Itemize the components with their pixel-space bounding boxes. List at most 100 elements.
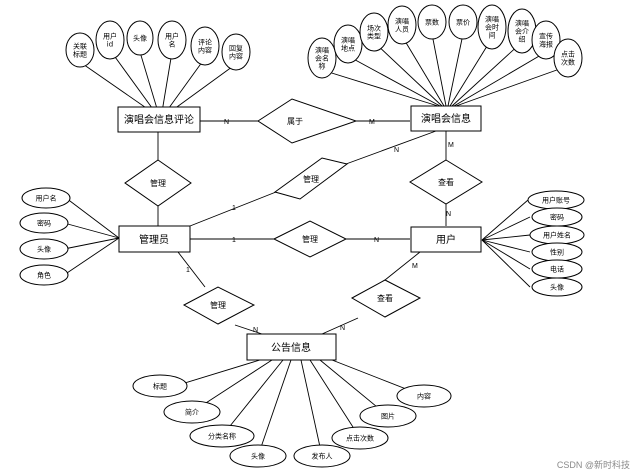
attribute-label: 场次 [367,24,381,33]
entity-label: 演唱会信息 [421,112,471,125]
attribute-review-2: 头像 [126,20,154,56]
cardinality-label: M [412,263,418,270]
attribute-label: 票数 [425,18,439,27]
attribute-label: 回复 [229,44,243,53]
relationship-admin-concert: 管理 [273,157,349,200]
attribute-label: 关联 [73,42,87,51]
attribute-label: 标题 [73,50,87,59]
entity-admin: 管理员 [118,225,191,253]
attribute-label: 海报 [539,40,553,49]
relationship-label: 查看 [438,177,454,187]
attribute-label: 评论 [198,38,212,47]
attribute-concert-4: 票数 [417,4,447,40]
relationship-label: 属于 [287,117,303,126]
attribute-notice-2: 分类名称 [189,424,255,448]
attribute-label: 演唱 [515,19,529,28]
attribute-notice-0: 标题 [132,374,188,398]
attribute-label: 票价 [456,19,470,27]
relationship-label: 管理 [302,234,318,244]
attribute-label: 类型 [367,32,381,41]
attribute-label: 性别 [550,248,564,257]
cardinality-label: 1 [232,205,236,212]
entity-user: 用户 [410,226,482,253]
attribute-label: 用户账号 [542,196,570,205]
attribute-label: 称 [319,62,326,71]
entity-label: 用户 [436,233,456,246]
relationship-label: 管理 [303,174,319,184]
attribute-admin-1: 密码 [19,212,69,234]
cardinality-label: N [340,325,345,332]
attribute-user-0: 用户账号 [527,190,585,210]
attribute-label: 头像 [37,245,51,254]
attribute-label: 演唱 [341,36,355,45]
relationship-label: 查看 [377,293,393,303]
relationship-label: 管理 [210,300,226,310]
attribute-label: 头像 [251,452,265,461]
attribute-label: 点击 [561,50,575,59]
attribute-user-5: 头像 [531,277,583,297]
entity-notice: 公告信息 [246,333,337,361]
relationship-belongs: 属于 [257,98,358,144]
relationship-admin-user: 管理 [272,220,348,258]
relationship-admin-review: 管理 [124,159,192,207]
attribute-admin-0: 用户名 [21,187,71,209]
attribute-label: 演唱 [485,15,499,24]
attribute-label: 内容 [417,392,431,401]
attribute-label: 用户 [103,32,117,41]
attribute-label: 内容 [198,46,212,55]
attribute-concert-5: 票价 [448,4,478,40]
attribute-admin-3: 角色 [19,264,69,286]
attribute-notice-4: 发布人 [293,444,351,468]
attribute-user-2: 用户姓名 [529,225,585,245]
attribute-label: 用户名 [36,194,57,203]
attribute-label: 标题 [153,382,167,391]
attribute-label: 密码 [550,213,564,222]
entity-concert-info: 演唱会信息 [410,105,482,132]
cardinality-label: N [374,237,379,244]
attribute-label: 用户 [165,32,179,41]
attribute-label: 会时 [485,23,499,32]
attribute-notice-1: 简介 [163,400,221,424]
entity-label: 公告信息 [271,341,311,354]
connector-lines [63,33,569,457]
entity-label: 管理员 [139,233,169,246]
notice-attributes: 标题简介分类名称头像发布人点击次数图片内容 [132,374,452,468]
concert-attributes: 演唱会名称演唱地点场次类型演唱人员票数票价演唱会时间演唱会介绍宣传海报点击次数 [307,4,583,79]
attribute-label: 绍 [519,35,526,44]
attribute-admin-2: 头像 [19,238,69,260]
relationship-user-concert: 查看 [409,159,483,205]
review-attributes: 关联标题用户id头像用户名评论内容回复内容 [65,20,251,71]
cardinality-label: N [253,327,258,334]
cardinality-label: M [369,119,375,126]
attribute-label: 宣传 [539,32,553,41]
cardinalities: N M N 1 M N 1 N 1 N M N [186,119,454,334]
attribute-label: id [107,41,113,49]
attribute-user-4: 电话 [531,259,583,279]
cardinality-label: 1 [186,267,190,274]
attribute-label: 头像 [550,283,564,292]
attribute-label: 图片 [381,412,395,421]
entity-label: 演唱会信息评论 [124,113,194,126]
attribute-label: 地点 [341,44,355,53]
attribute-label: 演唱 [315,46,329,55]
attribute-notice-3: 头像 [229,444,287,468]
watermark: CSDN @新时科技 [557,459,630,470]
attribute-label: 间 [489,32,496,40]
cardinality-label: N [446,211,451,218]
attribute-label: 会介 [515,27,529,36]
attribute-notice-7: 内容 [396,384,452,408]
attribute-label: 发布人 [312,452,333,461]
attribute-user-1: 密码 [531,207,583,227]
attribute-label: 头像 [133,34,147,43]
